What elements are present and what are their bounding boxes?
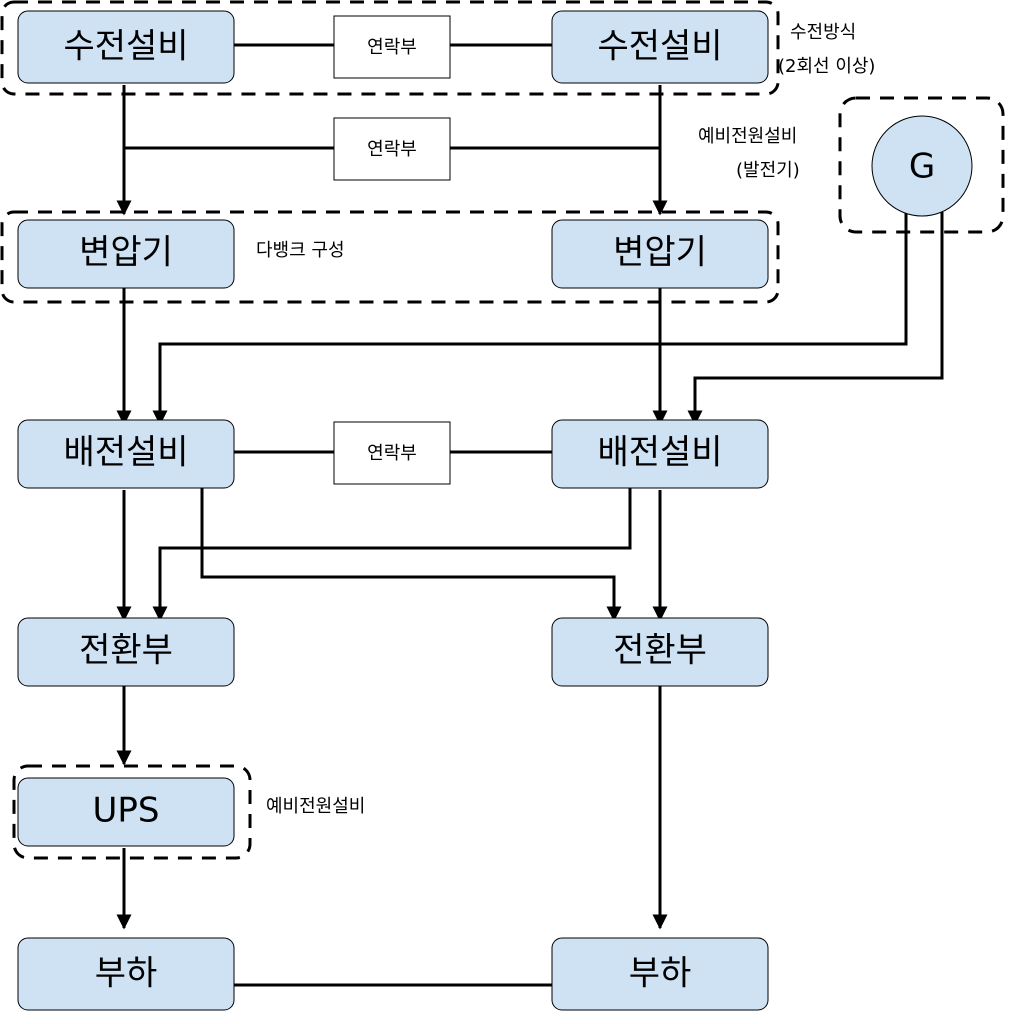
receiving-group-outline [0, 0, 780, 96]
tie-unit-top: 연락부 [333, 15, 451, 79]
receiving-equipment-right: 수전설비 [551, 10, 769, 84]
transformer-group-outline [0, 210, 780, 304]
receiving-method-note-line1: 수전방식 [790, 22, 856, 43]
distribution-equipment-left-label: 배전설비 [63, 433, 188, 473]
switch-left-label: 전환부 [79, 631, 173, 671]
generator: G [871, 115, 973, 217]
distribution-equipment-right: 배전설비 [551, 419, 769, 489]
receiving-equipment-left: 수전설비 [17, 10, 235, 84]
load-left: 부하 [17, 937, 235, 1011]
receiving-equipment-right-label: 수전설비 [597, 27, 722, 67]
transformer-left-label: 변압기 [79, 233, 173, 273]
distribution-equipment-right-label: 배전설비 [597, 433, 722, 473]
transformer-right: 변압기 [551, 219, 769, 289]
transformer-right-label: 변압기 [613, 233, 707, 273]
load-right-label: 부하 [629, 954, 692, 994]
ups-group-outline [12, 764, 252, 860]
load-right: 부하 [551, 937, 769, 1011]
generator-label: G [909, 147, 935, 187]
tie-unit-middle: 연락부 [333, 117, 451, 181]
backup-power-note-line2: (발전기) [736, 160, 800, 181]
arrow-distribution-left-to-switch-right [200, 486, 622, 622]
transformer-left: 변압기 [17, 219, 235, 289]
tie-unit-top-label: 연락부 [367, 37, 417, 58]
arrow-generator-to-distribution-left [152, 212, 908, 426]
arrow-generator-to-distribution-right [687, 212, 944, 426]
backup-power-note-line1: 예비전원설비 [698, 126, 797, 147]
arrow-distribution-right-to-switch-left [152, 480, 632, 622]
receiving-equipment-left-label: 수전설비 [63, 27, 188, 67]
receiving-method-note-line2: (2회선 이상) [778, 56, 875, 77]
generator-group-outline [838, 96, 1005, 234]
distribution-equipment-left: 배전설비 [17, 419, 235, 489]
load-left-label: 부하 [95, 954, 158, 994]
multi-bank-note: 다뱅크 구성 [256, 240, 345, 261]
switch-right-label: 전환부 [613, 631, 707, 671]
tie-unit-distribution: 연락부 [333, 421, 451, 485]
ups: UPS [17, 777, 235, 847]
switch-left: 전환부 [17, 617, 235, 687]
tie-unit-distribution-label: 연락부 [367, 443, 417, 464]
switch-right: 전환부 [551, 617, 769, 687]
ups-backup-note: 예비전원설비 [266, 796, 365, 817]
tie-unit-middle-label: 연락부 [367, 139, 417, 160]
ups-label: UPS [93, 791, 160, 831]
